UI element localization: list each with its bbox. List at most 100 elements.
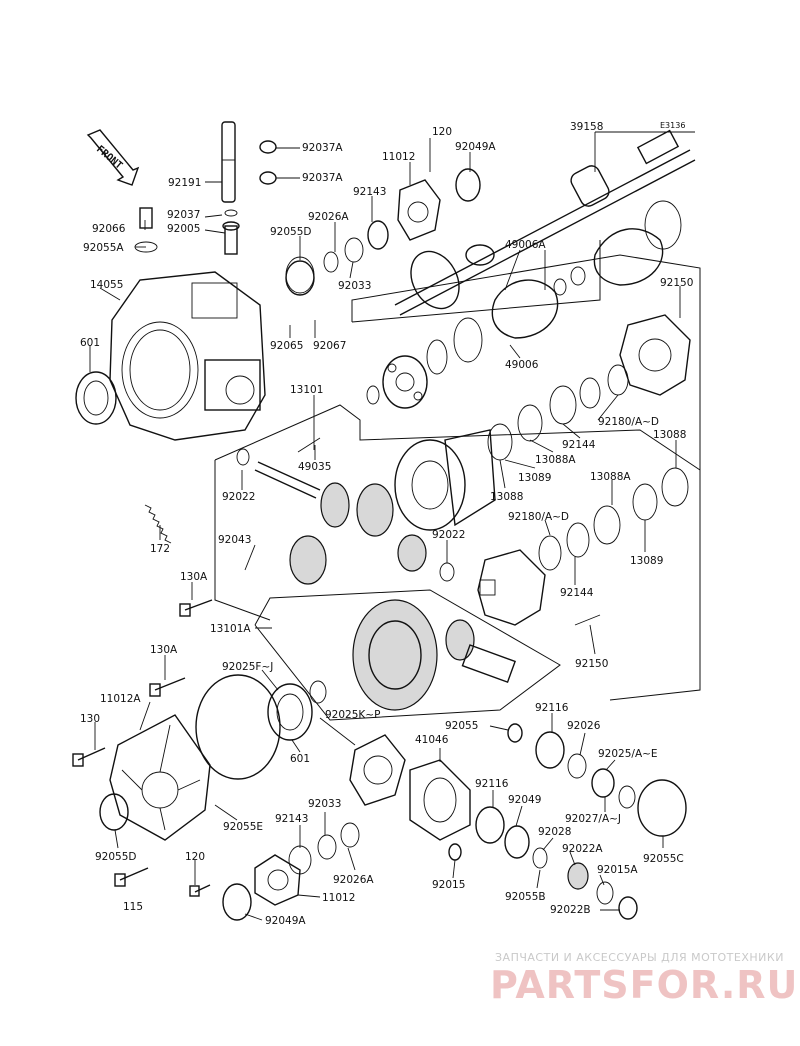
o-ring-92055C (637, 779, 687, 837)
pinion-shaft-13101 (236, 437, 321, 499)
boot-49006A (570, 200, 682, 286)
pipe-92191 (221, 121, 236, 203)
label-92180-1: 92180/A~D (598, 416, 659, 428)
bearing-stack-lower (448, 731, 638, 920)
o-ring-92055D-top (285, 260, 315, 296)
label-92055D-top: 92055D (270, 226, 312, 238)
label-92143-top: 92143 (353, 186, 386, 198)
watermark-tagline: ЗАПЧАСТИ И АКСЕССУАРЫ ДЛЯ МОТОТЕХНИКИ (495, 951, 784, 964)
label-92049: 92049 (508, 794, 541, 806)
label-92055: 92055 (445, 720, 478, 732)
label-41046: 41046 (415, 734, 449, 746)
label-92065: 92065 (270, 340, 303, 352)
spring-172 (144, 504, 172, 544)
label-92037A-1: 92037A (302, 142, 343, 154)
label-39158: 39158 (570, 121, 603, 133)
label-92144-1: 92144 (562, 439, 596, 451)
label-92028: 92028 (538, 826, 571, 838)
label-92191: 92191 (168, 177, 201, 189)
label-11012A: 11012A (100, 693, 141, 705)
boot-49006 (426, 278, 567, 375)
fitting-92037A (259, 140, 277, 185)
label-13088A-1: 13088A (535, 454, 576, 466)
label-92022-1: 92022 (222, 491, 255, 503)
label-92049A-bottom: 92049A (265, 915, 306, 927)
label-13089-1: 13089 (518, 472, 551, 484)
watermark-logo: PARTSFOR.RU (490, 963, 798, 1007)
breather-92005 (222, 209, 240, 255)
label-92049A-top: 92049A (455, 141, 496, 153)
label-120-bottom: 120 (185, 851, 205, 863)
flange-top (579, 314, 691, 409)
part-number-labels: 92191 92037A 92037A 120 11012 92049A 391… (80, 121, 693, 927)
front-label: FRONT (94, 144, 124, 172)
label-92015: 92015 (432, 879, 465, 891)
label-13089-2: 13089 (630, 555, 663, 567)
shim-stack-right (439, 385, 689, 582)
bolt-130A-2 (149, 677, 186, 697)
watermark: ЗАПЧАСТИ И АКСЕССУАРЫ ДЛЯ МОТОТЕХНИКИ PA… (490, 951, 798, 1007)
bolt-120-bottom (189, 884, 211, 897)
label-115: 115 (123, 901, 143, 913)
label-49035: 49035 (298, 461, 331, 473)
flange-bottom (477, 549, 601, 626)
label-13088-1: 13088 (653, 429, 686, 441)
assembly-frame-13101 (214, 404, 701, 621)
ring-gear (352, 599, 517, 711)
assembly-frame-13101A (254, 589, 561, 721)
label-13088A-2: 13088A (590, 471, 631, 483)
drive-shaft (394, 129, 696, 316)
label-92005: 92005 (167, 223, 200, 235)
label-172: 172 (150, 543, 170, 555)
label-92022-2: 92022 (432, 529, 465, 541)
label-92180-2: 92180/A~D (508, 511, 569, 523)
bolt-130 (72, 747, 106, 767)
bolt-130A-1 (179, 599, 213, 617)
label-92026: 92026 (567, 720, 601, 732)
label-92150-bottom: 92150 (575, 658, 608, 670)
cover-11012A (109, 714, 211, 841)
label-14055: 14055 (90, 279, 123, 291)
label-92037: 92037 (167, 209, 200, 221)
label-92022B: 92022B (550, 904, 591, 916)
label-13101A: 13101A (210, 623, 251, 635)
label-92150-top: 92150 (660, 277, 693, 289)
label-92033-bottom: 92033 (308, 798, 341, 810)
cv-joint-cage (366, 355, 428, 409)
label-92033-top: 92033 (338, 280, 371, 292)
label-92043: 92043 (218, 534, 251, 546)
label-92025AE: 92025/A~E (598, 748, 658, 760)
label-92055D-bottom: 92055D (95, 851, 137, 863)
label-92025KP: 92025K~P (325, 709, 380, 721)
label-11012-bottom: 11012 (322, 892, 355, 904)
label-92116-1: 92116 (535, 702, 569, 714)
shim-92025KP (349, 734, 406, 806)
label-92027AJ: 92027/A~J (565, 813, 621, 825)
label-601-bottom: 601 (290, 753, 310, 765)
label-13088-2: 13088 (490, 491, 523, 503)
label-13101: 13101 (290, 384, 323, 396)
leader-lines (89, 131, 695, 921)
label-130A-2: 130A (150, 644, 178, 656)
label-120-top: 120 (432, 126, 452, 138)
label-92022A: 92022A (562, 843, 603, 855)
label-92025FJ: 92025F~J (222, 661, 273, 673)
front-arrow-icon: FRONT (86, 129, 140, 186)
label-92026A-bottom: 92026A (333, 874, 374, 886)
plug-92066 (134, 207, 158, 253)
bearing-housing-41046 (409, 759, 471, 841)
label-49006: 49006 (505, 359, 539, 371)
label-601-top: 601 (80, 337, 100, 349)
o-ring-92055D-bottom (99, 793, 129, 831)
label-92144-2: 92144 (560, 587, 594, 599)
label-92037A-2: 92037A (302, 172, 343, 184)
label-92143-bottom: 92143 (275, 813, 308, 825)
label-92055E: 92055E (223, 821, 263, 833)
bearing-601-bottom (267, 680, 327, 741)
label-11012-top: 11012 (382, 151, 415, 163)
differential-case (394, 429, 496, 531)
bearing-601-top (75, 371, 117, 425)
diagram-code: E3136 (660, 121, 685, 130)
gear-case-housing (109, 271, 266, 441)
label-130: 130 (80, 713, 100, 725)
